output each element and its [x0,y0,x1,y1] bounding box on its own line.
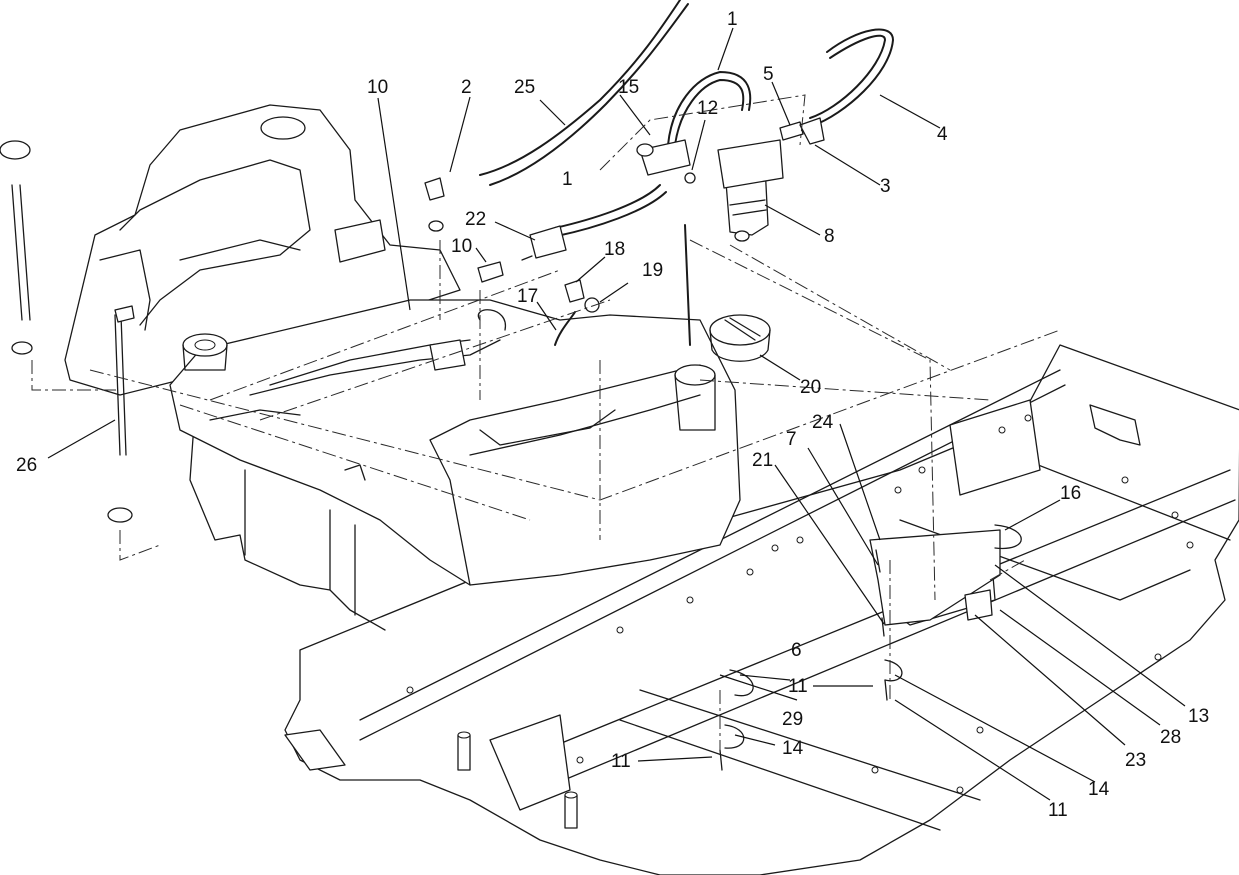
callout-1-lower: 1 [562,169,573,190]
callout-12: 12 [697,98,718,119]
callout-21: 21 [752,450,773,471]
callout-16: 16 [1060,483,1081,504]
callout-8: 8 [824,226,835,247]
callout-22: 22 [465,209,486,230]
seat-pod [64,104,461,631]
callout-24: 24 [812,412,834,433]
callout-2: 2 [461,77,472,98]
alignment-lines [31,94,1061,750]
callout-labels: 1 1 2 3 4 5 6 7 8 10 10 11 11 11 12 13 1… [16,9,1209,821]
callout-25: 25 [514,77,535,98]
callout-19: 19 [642,260,663,281]
callout-28: 28 [1160,727,1181,748]
callout-18: 18 [604,239,625,260]
callout-15: 15 [618,77,639,98]
callout-10-lower: 10 [451,236,472,257]
callout-10-upper: 10 [367,77,388,98]
callout-11-left: 11 [611,751,631,772]
callout-7: 7 [786,429,797,450]
callout-13: 13 [1188,706,1209,727]
leader-lines [47,27,1186,801]
callout-26: 26 [16,455,37,476]
callout-5: 5 [763,64,774,85]
callout-1-upper: 1 [727,9,738,30]
callout-14-left: 14 [782,738,804,759]
callout-29: 29 [782,709,803,730]
callout-20: 20 [800,377,821,398]
fuel-lines [0,0,1022,771]
fuel-cap [709,314,771,362]
callout-14-right: 14 [1088,779,1110,800]
callout-6: 6 [791,640,802,661]
callout-4: 4 [937,124,948,145]
fuel-tank [169,299,741,586]
callout-23: 23 [1125,750,1146,771]
callout-3: 3 [880,176,891,197]
callout-11-middle: 11 [788,676,808,697]
callout-11-right: 11 [1048,800,1068,821]
callout-17: 17 [517,286,538,307]
